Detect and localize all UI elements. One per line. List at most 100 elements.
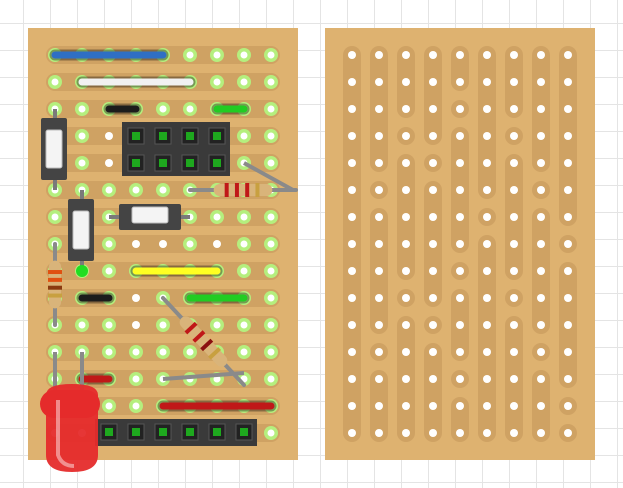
hole	[483, 132, 491, 140]
hole	[105, 159, 113, 167]
copper-strip	[478, 46, 496, 199]
copper-strip	[451, 397, 469, 442]
hole	[402, 348, 410, 356]
hole	[105, 240, 113, 248]
hole	[510, 321, 518, 329]
hole	[348, 348, 356, 356]
hole	[348, 267, 356, 275]
led-indicator-pad	[76, 265, 88, 277]
hole	[159, 348, 167, 356]
header-pin	[159, 428, 167, 436]
hole	[267, 240, 275, 248]
hole	[267, 267, 275, 275]
hole	[78, 159, 86, 167]
hole	[429, 375, 437, 383]
ic-pin	[132, 132, 140, 140]
hole	[564, 132, 572, 140]
hole	[564, 186, 572, 194]
hole	[402, 159, 410, 167]
ic-pin	[186, 159, 194, 167]
hole	[429, 267, 437, 275]
hole	[429, 105, 437, 113]
copper-strip	[424, 343, 442, 442]
hole	[267, 429, 275, 437]
hole	[483, 105, 491, 113]
hole	[348, 402, 356, 410]
ic-pin	[159, 132, 167, 140]
hole	[348, 321, 356, 329]
hole	[456, 429, 464, 437]
hole	[429, 51, 437, 59]
hole	[267, 51, 275, 59]
hole	[429, 348, 437, 356]
hole	[402, 240, 410, 248]
hole	[510, 78, 518, 86]
hole	[483, 159, 491, 167]
hole	[483, 78, 491, 86]
hole	[159, 240, 167, 248]
hole	[456, 159, 464, 167]
hole	[105, 321, 113, 329]
hole	[375, 159, 383, 167]
hole	[348, 78, 356, 86]
hole	[456, 267, 464, 275]
hole	[510, 402, 518, 410]
hole	[429, 132, 437, 140]
hole	[483, 375, 491, 383]
hole	[456, 78, 464, 86]
header-pin	[132, 428, 140, 436]
hole	[456, 375, 464, 383]
hole	[348, 375, 356, 383]
hole	[429, 213, 437, 221]
hole	[402, 78, 410, 86]
hole	[564, 294, 572, 302]
hole	[240, 78, 248, 86]
hole	[456, 294, 464, 302]
hole	[429, 186, 437, 194]
hole	[105, 267, 113, 275]
hole	[186, 51, 194, 59]
hole	[375, 213, 383, 221]
hole	[375, 105, 383, 113]
hole	[348, 51, 356, 59]
hole	[348, 294, 356, 302]
hole	[402, 132, 410, 140]
hole	[402, 429, 410, 437]
hole	[537, 402, 545, 410]
hole	[483, 51, 491, 59]
hole	[402, 321, 410, 329]
hole	[375, 78, 383, 86]
hole	[510, 213, 518, 221]
hole	[240, 267, 248, 275]
header-pin	[105, 428, 113, 436]
hole	[483, 429, 491, 437]
hole	[240, 51, 248, 59]
hole	[348, 213, 356, 221]
hole	[375, 375, 383, 383]
hole	[240, 240, 248, 248]
hole	[213, 51, 221, 59]
hole	[564, 267, 572, 275]
pin-header	[95, 419, 257, 446]
hole	[564, 159, 572, 167]
hole	[564, 348, 572, 356]
header-pin	[186, 428, 194, 436]
ic-pin	[213, 159, 221, 167]
hole	[267, 105, 275, 113]
hole	[456, 321, 464, 329]
hole	[483, 321, 491, 329]
hole	[132, 348, 140, 356]
hole	[213, 78, 221, 86]
hole	[105, 186, 113, 194]
hole	[186, 240, 194, 248]
hole	[213, 240, 221, 248]
hole	[456, 240, 464, 248]
hole	[240, 321, 248, 329]
hole	[267, 375, 275, 383]
hole	[429, 294, 437, 302]
hole	[564, 240, 572, 248]
hole	[456, 51, 464, 59]
hole	[267, 159, 275, 167]
hole	[402, 213, 410, 221]
